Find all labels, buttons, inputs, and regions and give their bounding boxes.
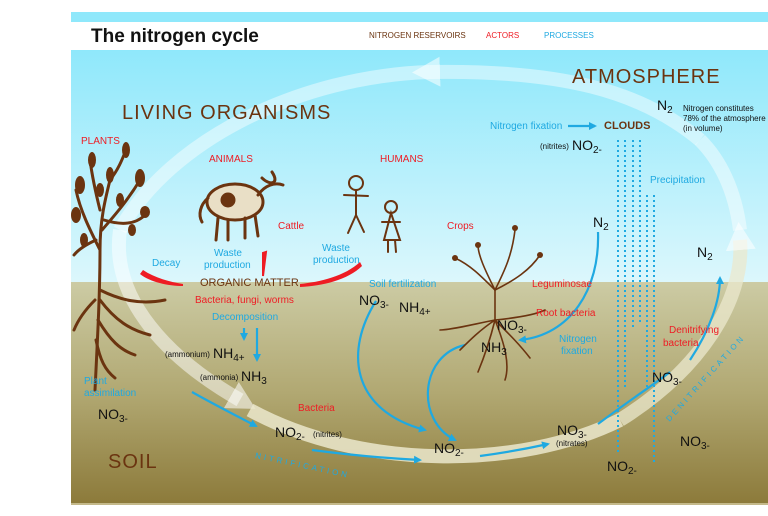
arrow-fertilization-nh4 bbox=[426, 343, 466, 441]
humans-drawing bbox=[343, 175, 402, 253]
reservoir-organic-matter: ORGANIC MATTER bbox=[200, 277, 299, 289]
sky-region bbox=[71, 50, 768, 282]
process-plant-assimilation-2: assimilation bbox=[84, 388, 137, 399]
cycle-ring bbox=[111, 56, 756, 464]
formula-nh3-root: NH3 bbox=[481, 339, 507, 358]
formula-n2-right: N2 bbox=[697, 244, 713, 263]
process-waste-humans-1: Waste bbox=[322, 243, 350, 254]
actor-crops: Crops bbox=[447, 221, 474, 232]
formula-nh3-decomposition: NH3 bbox=[241, 368, 267, 387]
legend-processes: PROCESSES bbox=[544, 31, 594, 40]
reservoir-living-organisms: LIVING ORGANISMS bbox=[122, 102, 332, 124]
formula-no3-root: NO3- bbox=[497, 317, 527, 336]
tree-leaves bbox=[71, 142, 150, 247]
actor-humans: HUMANS bbox=[380, 154, 424, 165]
label-nitrates: (nitrates) bbox=[556, 439, 588, 448]
formula-no3-fertilizer: NO3- bbox=[359, 292, 389, 311]
process-nitrogen-fixation-root-1: Nitrogen bbox=[559, 334, 597, 345]
cycle-ring-left bbox=[111, 229, 256, 409]
label-ammonia: (ammonia) bbox=[200, 373, 239, 382]
cycle-ring-top-right bbox=[429, 64, 705, 146]
actor-root-bacteria: Root bacteria bbox=[536, 308, 596, 319]
header-bar bbox=[71, 22, 768, 50]
legend-actors: ACTORS bbox=[486, 31, 520, 40]
formula-no3-plant: NO3- bbox=[98, 406, 128, 425]
process-nitrogen-fixation-top: Nitrogen fixation bbox=[490, 121, 563, 132]
formula-nh4-decomposition: NH4+ bbox=[213, 345, 245, 364]
precipitation-lines bbox=[617, 140, 655, 465]
process-waste-animals-1: Waste bbox=[214, 248, 242, 259]
cycle-ring-bottom bbox=[246, 403, 624, 464]
arrow-nh3-to-no2 bbox=[191, 391, 258, 427]
formula-no2-bottom: NO2- bbox=[607, 458, 637, 477]
process-decay: Decay bbox=[152, 258, 181, 269]
legend-reservoirs: NITROGEN RESERVOIRS bbox=[369, 31, 466, 40]
actor-leguminosae: Leguminosae bbox=[532, 279, 593, 290]
actor-plants: PLANTS bbox=[81, 136, 120, 147]
formula-no3-bottom: NO3- bbox=[680, 433, 710, 452]
process-nitrogen-fixation-root-2: fixation bbox=[561, 346, 593, 357]
reservoir-soil: SOIL bbox=[108, 451, 158, 473]
actor-decomposers: Bacteria, fungi, worms bbox=[195, 295, 294, 306]
formula-n2-atmosphere: N2 bbox=[657, 97, 673, 116]
process-precipitation: Precipitation bbox=[650, 175, 706, 186]
process-waste-humans-2: production bbox=[313, 255, 360, 266]
formula-nh4-fertilizer: NH4+ bbox=[399, 299, 431, 318]
waste-arc-cattle bbox=[262, 250, 268, 277]
formula-no3-nitrates: NO3- bbox=[557, 422, 587, 441]
cycle-ring-upper-right bbox=[694, 135, 747, 231]
formula-no3-denitrification: NO3- bbox=[652, 369, 682, 388]
formula-no2-nitrites: NO2- bbox=[275, 424, 305, 443]
actor-animals: ANIMALS bbox=[209, 154, 253, 165]
arrow-no2-to-no3 bbox=[479, 441, 550, 458]
arrow-fertilization-no3 bbox=[357, 300, 427, 433]
decay-arc bbox=[140, 270, 183, 286]
label-nitrites-cloud: (nitrites) bbox=[540, 142, 569, 151]
waste-arc-humans bbox=[300, 262, 362, 287]
cycle-ring-top-left bbox=[113, 56, 441, 234]
reservoir-clouds: CLOUDS bbox=[604, 120, 651, 132]
arrow-denit-to-n2 bbox=[689, 276, 724, 361]
arrow-no3-to-denit bbox=[597, 371, 671, 425]
arrow-no2-to-no2 bbox=[311, 448, 422, 464]
cycle-ring-right bbox=[616, 222, 756, 426]
formula-n2-left: N2 bbox=[593, 214, 609, 233]
process-decomposition: Decomposition bbox=[212, 312, 279, 323]
arrow-root-fixation bbox=[518, 231, 600, 344]
actor-denitrifying-bacteria-1: Denitrifying bbox=[669, 325, 720, 336]
process-waste-animals-2: production bbox=[204, 260, 251, 271]
label-nitrites-soil: (nitrites) bbox=[313, 430, 342, 439]
label-ammonium: (ammonium) bbox=[165, 350, 210, 359]
process-soil-fertilization: Soil fertilization bbox=[369, 279, 437, 290]
actor-cattle: Cattle bbox=[278, 221, 305, 232]
process-arrows bbox=[191, 122, 724, 464]
header-top-band bbox=[71, 12, 768, 22]
actor-bacteria: Bacteria bbox=[298, 403, 335, 414]
actor-denitrifying-bacteria-2: bacteria bbox=[663, 338, 699, 349]
soil-bottom-edge bbox=[71, 503, 768, 505]
crop-flowers bbox=[452, 225, 543, 261]
process-plant-assimilation-1: Plant bbox=[84, 376, 107, 387]
formula-no2-cloud: NO2- bbox=[572, 137, 602, 156]
cattle-drawing bbox=[198, 170, 285, 242]
formula-no2-mid: NO2- bbox=[434, 440, 464, 459]
reservoir-atmosphere: ATMOSPHERE bbox=[572, 66, 721, 88]
page-title: The nitrogen cycle bbox=[91, 26, 259, 47]
decay-arcs bbox=[140, 250, 362, 287]
